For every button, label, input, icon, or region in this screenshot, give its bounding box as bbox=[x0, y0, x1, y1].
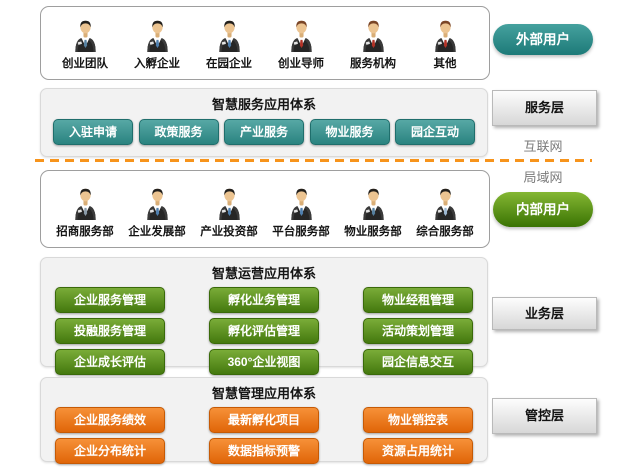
user-label: 平台服务部 bbox=[272, 226, 330, 238]
operation-button[interactable]: 企业服务管理 bbox=[55, 287, 165, 313]
user-label: 招商服务部 bbox=[56, 226, 114, 238]
operation-button-row: 企业成长评估 360°企业视图 园企信息交互 bbox=[41, 349, 487, 375]
user-item: 其他 bbox=[409, 19, 481, 71]
person-icon bbox=[71, 187, 100, 221]
user-item: 服务机构 bbox=[337, 19, 409, 71]
user-item: 招商服务部 bbox=[49, 187, 121, 239]
management-button[interactable]: 企业分布统计 bbox=[55, 438, 165, 464]
person-icon bbox=[431, 19, 460, 53]
internal-users-box: 招商服务部 企业发展部 产业投资部 平台服务部 物业服务部 综合服务部 bbox=[40, 170, 490, 248]
service-button[interactable]: 物业服务 bbox=[309, 119, 390, 145]
operation-button-row: 投融服务管理 孵化评估管理 活动策划管理 bbox=[41, 318, 487, 344]
user-label: 创业导师 bbox=[278, 58, 324, 70]
person-icon bbox=[431, 187, 460, 221]
service-panel: 智慧服务应用体系 入驻申请 政策服务 产业服务 物业服务 园企互动 bbox=[40, 88, 488, 157]
user-label: 其他 bbox=[433, 58, 457, 70]
person-icon bbox=[71, 19, 100, 53]
management-button[interactable]: 企业服务绩效 bbox=[55, 407, 165, 433]
service-panel-title: 智慧服务应用体系 bbox=[211, 97, 316, 112]
person-icon bbox=[143, 187, 172, 221]
service-button-row: 入驻申请 政策服务 产业服务 物业服务 园企互动 bbox=[41, 119, 487, 145]
service-button[interactable]: 入驻申请 bbox=[53, 119, 133, 145]
person-icon bbox=[287, 19, 316, 53]
user-item: 企业发展部 bbox=[121, 187, 193, 239]
person-icon bbox=[215, 19, 244, 53]
person-icon bbox=[215, 187, 244, 221]
service-button[interactable]: 产业服务 bbox=[224, 119, 304, 145]
management-panel: 智慧管理应用体系 企业服务绩效 最新孵化项目 物业销控表 企业分布统计 数据指标… bbox=[40, 377, 488, 464]
person-icon bbox=[359, 19, 388, 53]
management-button[interactable]: 资源占用统计 bbox=[363, 438, 473, 464]
operation-button[interactable]: 孵化评估管理 bbox=[209, 318, 319, 344]
user-label: 服务机构 bbox=[350, 58, 396, 70]
external-users-box: 创业团队 入孵企业 在园企业 创业导师 服务机构 其他 bbox=[40, 6, 490, 80]
user-item: 入孵企业 bbox=[121, 19, 193, 71]
operation-panel: 智慧运营应用体系 企业服务管理 孵化业务管理 物业经租管理 投融服务管理 孵化评… bbox=[40, 257, 488, 375]
service-button[interactable]: 政策服务 bbox=[138, 119, 219, 145]
operation-button[interactable]: 投融服务管理 bbox=[55, 318, 165, 344]
management-button[interactable]: 物业销控表 bbox=[363, 407, 473, 433]
business-layer-badge: 业务层 bbox=[492, 297, 597, 330]
operation-button-row: 企业服务管理 孵化业务管理 物业经租管理 bbox=[41, 287, 487, 313]
operation-button[interactable]: 物业经租管理 bbox=[363, 287, 473, 313]
operation-panel-title: 智慧运营应用体系 bbox=[211, 266, 316, 281]
operation-button[interactable]: 企业成长评估 bbox=[55, 349, 165, 375]
user-item: 创业团队 bbox=[49, 19, 121, 71]
user-item: 平台服务部 bbox=[265, 187, 337, 239]
operation-button[interactable]: 活动策划管理 bbox=[363, 318, 473, 344]
operation-button[interactable]: 孵化业务管理 bbox=[209, 287, 319, 313]
control-layer-badge: 管控层 bbox=[492, 398, 597, 434]
user-item: 物业服务部 bbox=[337, 187, 409, 239]
user-label: 创业团队 bbox=[62, 58, 108, 70]
user-label: 产业投资部 bbox=[200, 226, 258, 238]
service-button[interactable]: 园企互动 bbox=[395, 119, 475, 145]
user-item: 产业投资部 bbox=[193, 187, 265, 239]
lan-label: 局域网 bbox=[523, 170, 563, 185]
external-users-badge: 外部用户 bbox=[493, 24, 593, 55]
management-button[interactable]: 数据指标预警 bbox=[209, 438, 319, 464]
internet-label: 互联网 bbox=[523, 139, 563, 154]
user-label: 在园企业 bbox=[206, 58, 252, 70]
network-divider-line bbox=[35, 159, 592, 162]
operation-button[interactable]: 360°企业视图 bbox=[209, 349, 319, 375]
user-item: 综合服务部 bbox=[409, 187, 481, 239]
management-button[interactable]: 最新孵化项目 bbox=[209, 407, 319, 433]
operation-button[interactable]: 园企信息交互 bbox=[363, 349, 473, 375]
management-button-row: 企业分布统计 数据指标预警 资源占用统计 bbox=[41, 438, 487, 464]
person-icon bbox=[287, 187, 316, 221]
internal-users-badge: 内部用户 bbox=[493, 192, 593, 227]
user-label: 入孵企业 bbox=[134, 58, 180, 70]
person-icon bbox=[143, 19, 172, 53]
user-label: 物业服务部 bbox=[344, 226, 402, 238]
service-layer-badge: 服务层 bbox=[492, 90, 597, 126]
user-item: 在园企业 bbox=[193, 19, 265, 71]
user-item: 创业导师 bbox=[265, 19, 337, 71]
person-icon bbox=[359, 187, 388, 221]
user-label: 综合服务部 bbox=[416, 226, 474, 238]
user-label: 企业发展部 bbox=[128, 226, 186, 238]
management-panel-title: 智慧管理应用体系 bbox=[211, 386, 316, 401]
management-button-row: 企业服务绩效 最新孵化项目 物业销控表 bbox=[41, 407, 487, 433]
